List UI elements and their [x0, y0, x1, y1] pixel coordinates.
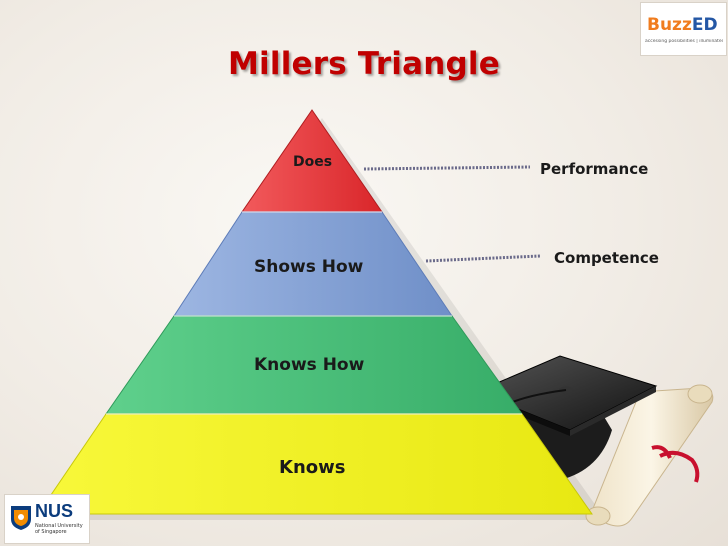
nus-logo-subtitle-line1: National University [35, 523, 83, 529]
annotation-competence: Competence [554, 249, 659, 267]
slide-title: Millers Triangle [228, 46, 500, 82]
nus-logo-word: NUS [35, 501, 74, 521]
buzzed-logo-part1: Buzz [647, 15, 692, 35]
buzzed-logo-tagline: accessing possibilities | illuminated [645, 39, 723, 44]
nus-logo-subtitle-line2: of Singapore [35, 529, 67, 535]
label-shows-how: Shows How [254, 257, 364, 277]
connector-competence [425, 254, 541, 263]
nus-logo-subtitle: National University of Singapore [35, 523, 83, 535]
buzzed-logo-part2: ED [691, 15, 718, 35]
diploma-scroll-icon [585, 384, 714, 527]
nus-logo: NUS National University of Singapore [4, 494, 90, 544]
label-knows: Knows [279, 457, 346, 478]
label-knows-how: Knows How [254, 355, 365, 375]
buzzed-logo-name: BuzzED [647, 15, 718, 35]
label-does: Does [293, 154, 333, 170]
nus-crest-icon [11, 506, 31, 530]
connector-performance [363, 165, 531, 171]
annotation-performance: Performance [540, 160, 649, 178]
buzzed-logo: BuzzED accessing possibilities | illumin… [640, 2, 727, 56]
